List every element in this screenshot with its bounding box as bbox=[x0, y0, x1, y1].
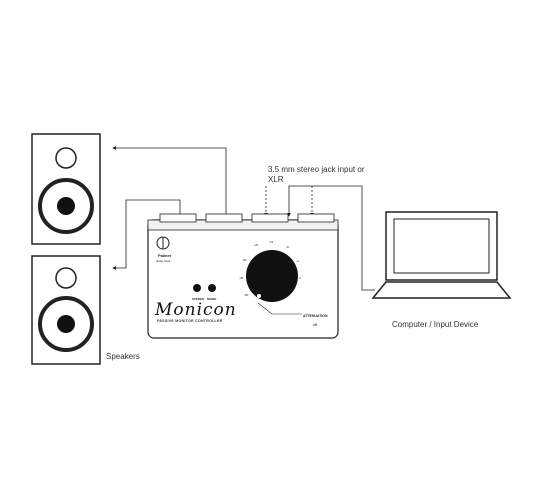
scale-label: -60 bbox=[244, 293, 249, 297]
input-cable-jack-solid bbox=[287, 185, 375, 291]
scale-label: -30 bbox=[242, 258, 247, 262]
speaker-cable-upper bbox=[112, 146, 227, 218]
jack-input-label: 3.5 mm stereo jack input or XLR bbox=[268, 165, 365, 184]
mono-label: MONO bbox=[207, 297, 217, 301]
stereo-label: STEREO bbox=[192, 297, 205, 301]
scale-label: -12 bbox=[269, 240, 274, 244]
attenuation-label: ATTENUATION bbox=[303, 314, 328, 318]
logo-name: Palmer bbox=[158, 253, 172, 258]
scale-label: -4 bbox=[296, 259, 299, 263]
speakers-label: Speakers bbox=[106, 352, 140, 361]
unit-label: dB bbox=[313, 323, 318, 327]
scale-label: -20 bbox=[254, 243, 259, 247]
speaker-cable-lower bbox=[112, 199, 181, 270]
speaker-icon bbox=[31, 133, 101, 245]
speaker-icon bbox=[31, 255, 101, 365]
scale-label: -40 bbox=[239, 276, 244, 280]
laptop-icon bbox=[371, 211, 512, 299]
monitor-controller bbox=[147, 213, 339, 339]
device-subtitle: PASSIVE MONITOR CONTROLLER bbox=[157, 319, 223, 323]
palmer-logo-icon bbox=[156, 236, 170, 250]
scale-label: -8 bbox=[286, 245, 289, 249]
stereo-button[interactable] bbox=[193, 284, 201, 292]
attenuation-knob[interactable] bbox=[246, 250, 298, 302]
logo-sub: audio tools bbox=[156, 259, 171, 263]
mono-button[interactable] bbox=[208, 284, 216, 292]
brand-name: Monicon bbox=[155, 300, 237, 320]
computer-label: Computer / Input Device bbox=[392, 320, 479, 329]
scale-label: 0 bbox=[299, 276, 301, 280]
